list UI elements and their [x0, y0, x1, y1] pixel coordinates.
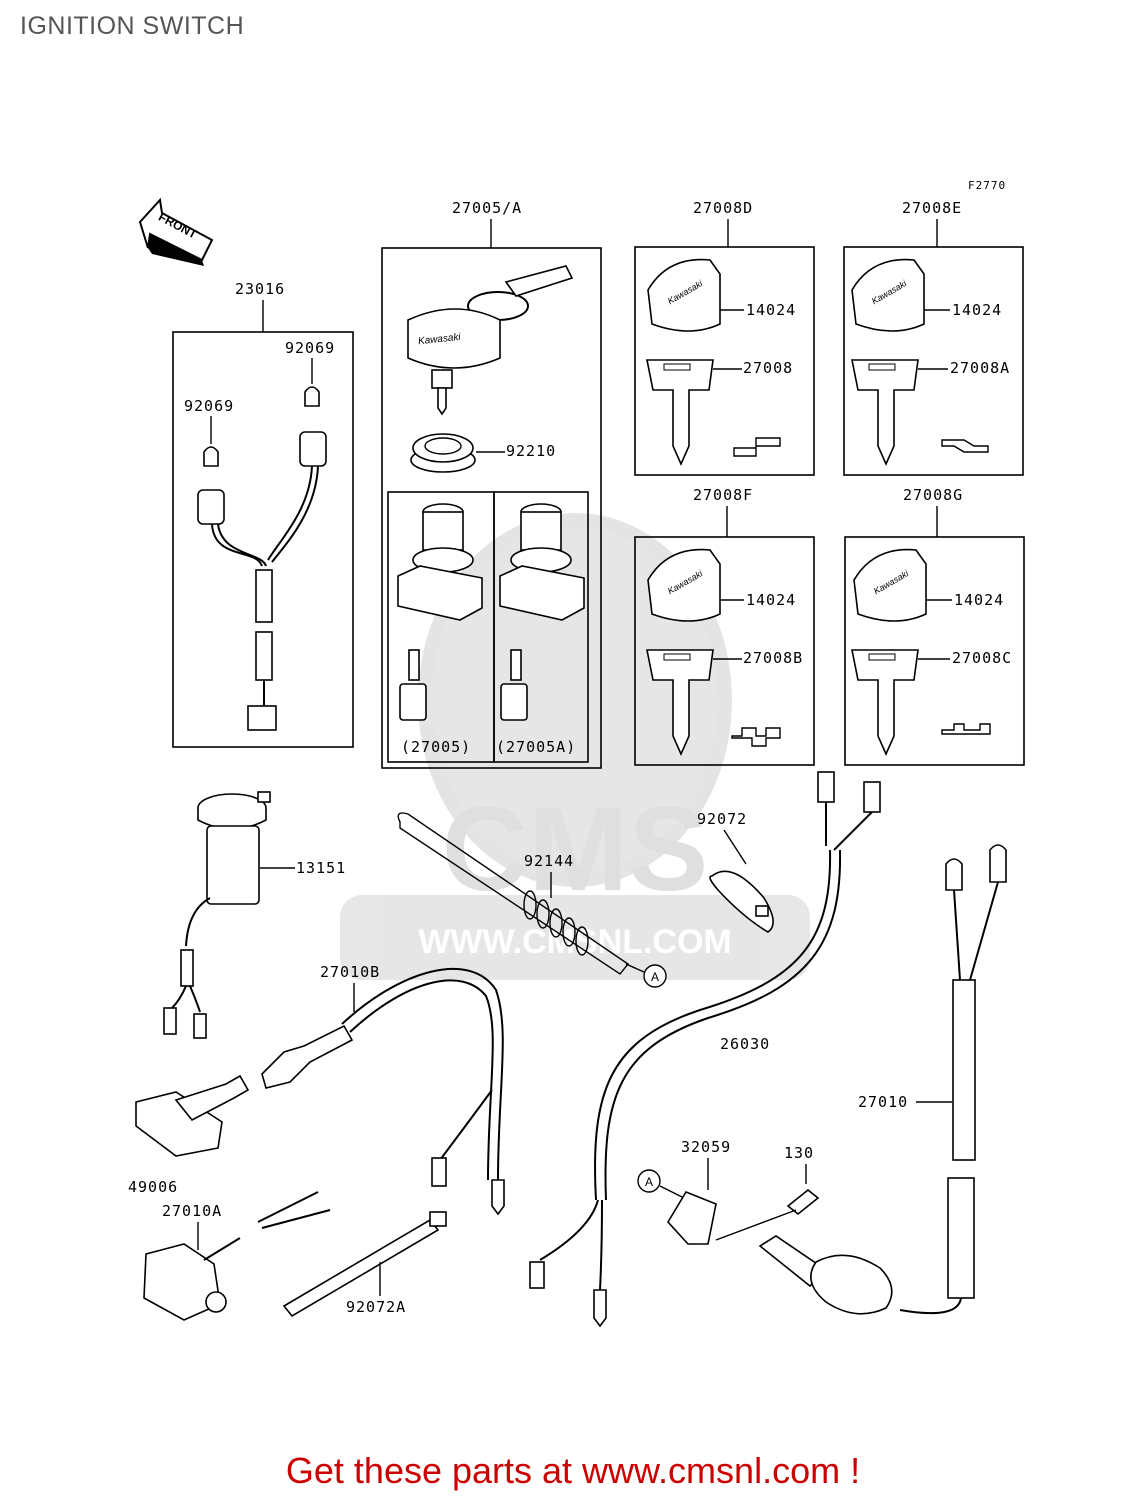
label-27010A: 27010A: [162, 1202, 222, 1220]
label-14024-b: 14024: [952, 301, 1002, 319]
key-brand-1: Kawasaki: [417, 332, 461, 347]
label-49006: 49006: [128, 1178, 178, 1196]
page-title: IGNITION SWITCH: [20, 12, 245, 40]
parts-diagram: CMS WWW.CMSNL.COM FRONT F2770 23016 9206…: [128, 179, 1025, 1328]
callout-a-1: [643, 964, 667, 988]
label-27005: (27005): [401, 738, 471, 756]
label-14024-d: 14024: [954, 591, 1004, 609]
label-13151: 13151: [296, 859, 346, 877]
part-92072A: 92072A: [282, 1211, 447, 1318]
label-92069-b: 92069: [184, 397, 234, 415]
group-27008G: 27008G Kawasaki 14024 27008C: [844, 486, 1025, 766]
label-26030: 26030: [720, 1035, 770, 1053]
label-27010B: 27010B: [320, 963, 380, 981]
group-27008D: 27008D Kawasaki 14024 27008: [634, 199, 815, 476]
group-27005-a: 27005/A Kawasaki 92210 (27005) (27: [381, 199, 602, 769]
label-14024-c: 14024: [746, 591, 796, 609]
figure-code: F2770: [968, 179, 1006, 192]
label-14024-a: 14024: [746, 301, 796, 319]
part-27010: 27010: [858, 844, 1007, 1315]
label-92144: 92144: [524, 852, 574, 870]
callout-a-1-text: A: [651, 970, 659, 984]
part-13151: 13151: [163, 791, 346, 1039]
label-27008: 27008: [743, 359, 793, 377]
part-92144: 92144 A: [397, 812, 667, 988]
label-27008D: 27008D: [693, 199, 753, 217]
label-92072A: 92072A: [346, 1298, 406, 1316]
label-130: 130: [784, 1144, 814, 1162]
part-26030: 26030: [529, 771, 881, 1328]
label-27008F: 27008F: [693, 486, 753, 504]
label-27010: 27010: [858, 1093, 908, 1111]
label-27008E: 27008E: [902, 199, 962, 217]
label-27008C: 27008C: [952, 649, 1012, 667]
part-49006: 49006: [128, 1074, 250, 1196]
part-92072: 92072: [697, 810, 774, 933]
callout-a-2-text: A: [645, 1175, 653, 1189]
part-27010B: 27010B: [261, 963, 505, 1216]
label-92072: 92072: [697, 810, 747, 828]
label-32059: 32059: [681, 1138, 731, 1156]
callout-a-2: [637, 1169, 661, 1193]
label-23016: 23016: [235, 280, 285, 298]
label-27008B: 27008B: [743, 649, 803, 667]
watermark-brand: CMS: [442, 782, 709, 916]
watermark: CMS WWW.CMSNL.COM: [340, 513, 810, 980]
front-arrow-icon: FRONT: [138, 197, 214, 266]
group-27008F: 27008F Kawasaki 14024 27008B: [634, 486, 815, 766]
label-27005A: (27005A): [496, 738, 576, 756]
label-92210: 92210: [506, 442, 556, 460]
label-27008A: 27008A: [950, 359, 1010, 377]
part-27010A: 27010A: [143, 1191, 331, 1321]
group-23016: 23016 92069 92069: [172, 280, 354, 748]
cta-link[interactable]: Get these parts at www.cmsnl.com !: [285, 1450, 861, 1491]
part-32059-130: 32059 A 130: [637, 1138, 893, 1315]
label-27008G: 27008G: [903, 486, 963, 504]
label-92069-a: 92069: [285, 339, 335, 357]
label-27005-a: 27005/A: [452, 199, 522, 217]
group-27008E: 27008E Kawasaki 14024 27008A: [843, 199, 1024, 476]
